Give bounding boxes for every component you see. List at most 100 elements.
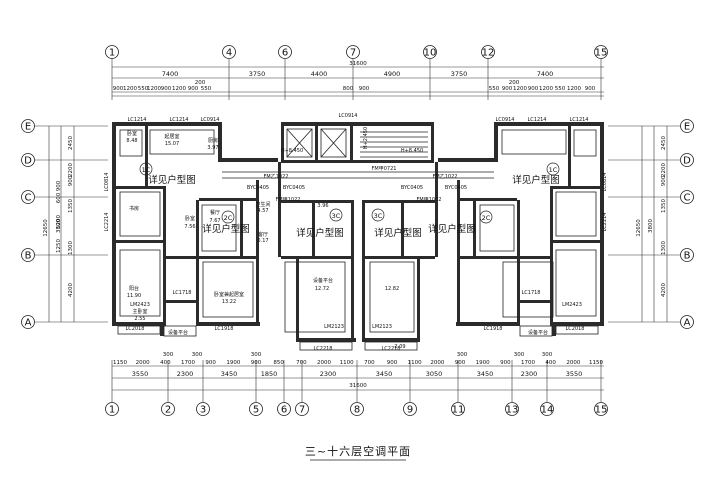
axis-left-D: D xyxy=(24,156,32,167)
window-label: LC2218 xyxy=(313,346,332,352)
top-dim-main: 4900 xyxy=(384,70,401,78)
bottom-dim-detail: 1700 xyxy=(521,360,535,366)
bottom-dim-small: 300 xyxy=(163,352,174,358)
left-dim-inner: 900 xyxy=(56,180,62,191)
unit-tag: 3C xyxy=(332,212,341,220)
window-label: LM2423 xyxy=(562,302,582,308)
room-area: 3.97 xyxy=(207,145,218,151)
window-label: LC2214 xyxy=(104,212,110,231)
room-label: 书房 xyxy=(129,205,139,212)
unit-tag-circle xyxy=(139,162,153,176)
unit-tag: 2C xyxy=(482,214,491,222)
right-total: 3800 xyxy=(648,219,654,233)
axis-bottom-2-circle xyxy=(161,402,175,416)
top-dim-detail-right: 900 xyxy=(528,86,539,92)
left-dim: 1300 xyxy=(68,241,74,255)
room-label: 设备平台 xyxy=(313,277,333,284)
axis-right-D-circle xyxy=(680,153,694,167)
axis-bottom-3-circle xyxy=(196,402,210,416)
bottom-dim-small: 300 xyxy=(192,352,203,358)
axis-bottom-5: 5 xyxy=(253,405,259,416)
left-dim: 2450 xyxy=(68,136,74,150)
window-label: BYC0405 xyxy=(401,185,423,191)
room-area: 7.56 xyxy=(184,224,195,230)
top-dim-detail-right: 1200 xyxy=(539,86,553,92)
axis-left-E-circle xyxy=(21,119,35,133)
bottom-dim-detail: 850 xyxy=(273,360,284,366)
left-dim: 1350 xyxy=(68,199,74,213)
top-dim-small: 200 xyxy=(509,80,520,86)
left-total: 3800 xyxy=(56,219,62,233)
door-label: FM乙1022 xyxy=(264,173,289,180)
room-label: 卧室兼起居室 xyxy=(214,291,244,298)
unit-tag: 3C xyxy=(374,212,383,220)
right-total: 12650 xyxy=(636,219,642,237)
unit-label: 详见户型图 xyxy=(202,223,250,235)
room-label: 阳台 xyxy=(129,285,139,292)
door-label: FM乙1022 xyxy=(433,173,458,180)
bottom-dim-detail: 1900 xyxy=(476,360,490,366)
axis-bottom-13-circle xyxy=(505,402,519,416)
axis-top-4: 4 xyxy=(226,48,232,59)
total-width-top: 31600 xyxy=(349,61,367,67)
bottom-dim-detail: 1150 xyxy=(113,360,127,366)
axis-top-1: 1 xyxy=(109,48,115,59)
door-label: FM甲0721 xyxy=(372,166,397,172)
bottom-dim-main: 1850 xyxy=(261,370,278,378)
room-label: 卫生间 xyxy=(255,201,270,208)
axis-bottom-3: 3 xyxy=(200,405,206,416)
top-dim-main: 7400 xyxy=(537,70,554,78)
room-area: 6.17 xyxy=(257,238,268,244)
room-area: 8.48 xyxy=(126,138,137,144)
top-dim-center: 800 xyxy=(343,86,354,92)
bottom-dim-detail: 1100 xyxy=(408,360,422,366)
axis-right-D: D xyxy=(683,156,691,167)
right-dim: 1300 xyxy=(661,241,667,255)
window-label: LC1918 xyxy=(483,326,502,332)
axis-top-10: 10 xyxy=(424,48,437,59)
bottom-dim-main: 3550 xyxy=(566,370,583,378)
top-dim-detail-right: 900 xyxy=(585,86,596,92)
unit-tag: 1C xyxy=(142,166,151,174)
top-dim-main: 3750 xyxy=(451,70,468,78)
axis-bottom-13: 13 xyxy=(506,405,519,416)
window-label: LC1918 xyxy=(214,326,233,332)
side-note: 设备平台 xyxy=(528,329,548,336)
axis-bottom-11: 11 xyxy=(452,405,465,416)
top-dim-small: 200 xyxy=(195,80,206,86)
bottom-dim-small: 300 xyxy=(514,352,525,358)
room-area: 11.90 xyxy=(127,293,141,299)
room-label: 卧室 xyxy=(127,130,137,137)
bottom-dim-detail: 2000 xyxy=(317,360,331,366)
bottom-dim-detail: 900 xyxy=(205,360,216,366)
room-label: 起居室 xyxy=(164,133,179,140)
window-label: LC1718 xyxy=(172,290,191,296)
bottom-dim-main: 3450 xyxy=(221,370,238,378)
unit-label: 详见户型图 xyxy=(512,174,560,186)
window-label: LC2214 xyxy=(602,212,608,231)
bottom-dim-main: 3550 xyxy=(132,370,149,378)
axis-top-1-circle xyxy=(105,45,119,59)
axis-right-A-circle xyxy=(680,315,694,329)
right-dim: 1350 xyxy=(661,199,667,213)
window-label: BYC0405 xyxy=(283,185,305,191)
bottom-dim-main: 2300 xyxy=(521,370,538,378)
window-label: BYC0405 xyxy=(247,185,269,191)
bottom-dim-detail: 2000 xyxy=(430,360,444,366)
unit-label: 详见户型图 xyxy=(374,227,422,239)
total-width-bottom: 31600 xyxy=(349,383,367,389)
axis-right-B-circle xyxy=(680,248,694,262)
top-dim-detail-left: 900 xyxy=(188,86,199,92)
top-dim-detail-left: 900 xyxy=(161,86,172,92)
window-label: LM2123 xyxy=(324,324,344,330)
axis-top-12-circle xyxy=(481,45,495,59)
door-label: FM甲1022 xyxy=(276,197,301,203)
